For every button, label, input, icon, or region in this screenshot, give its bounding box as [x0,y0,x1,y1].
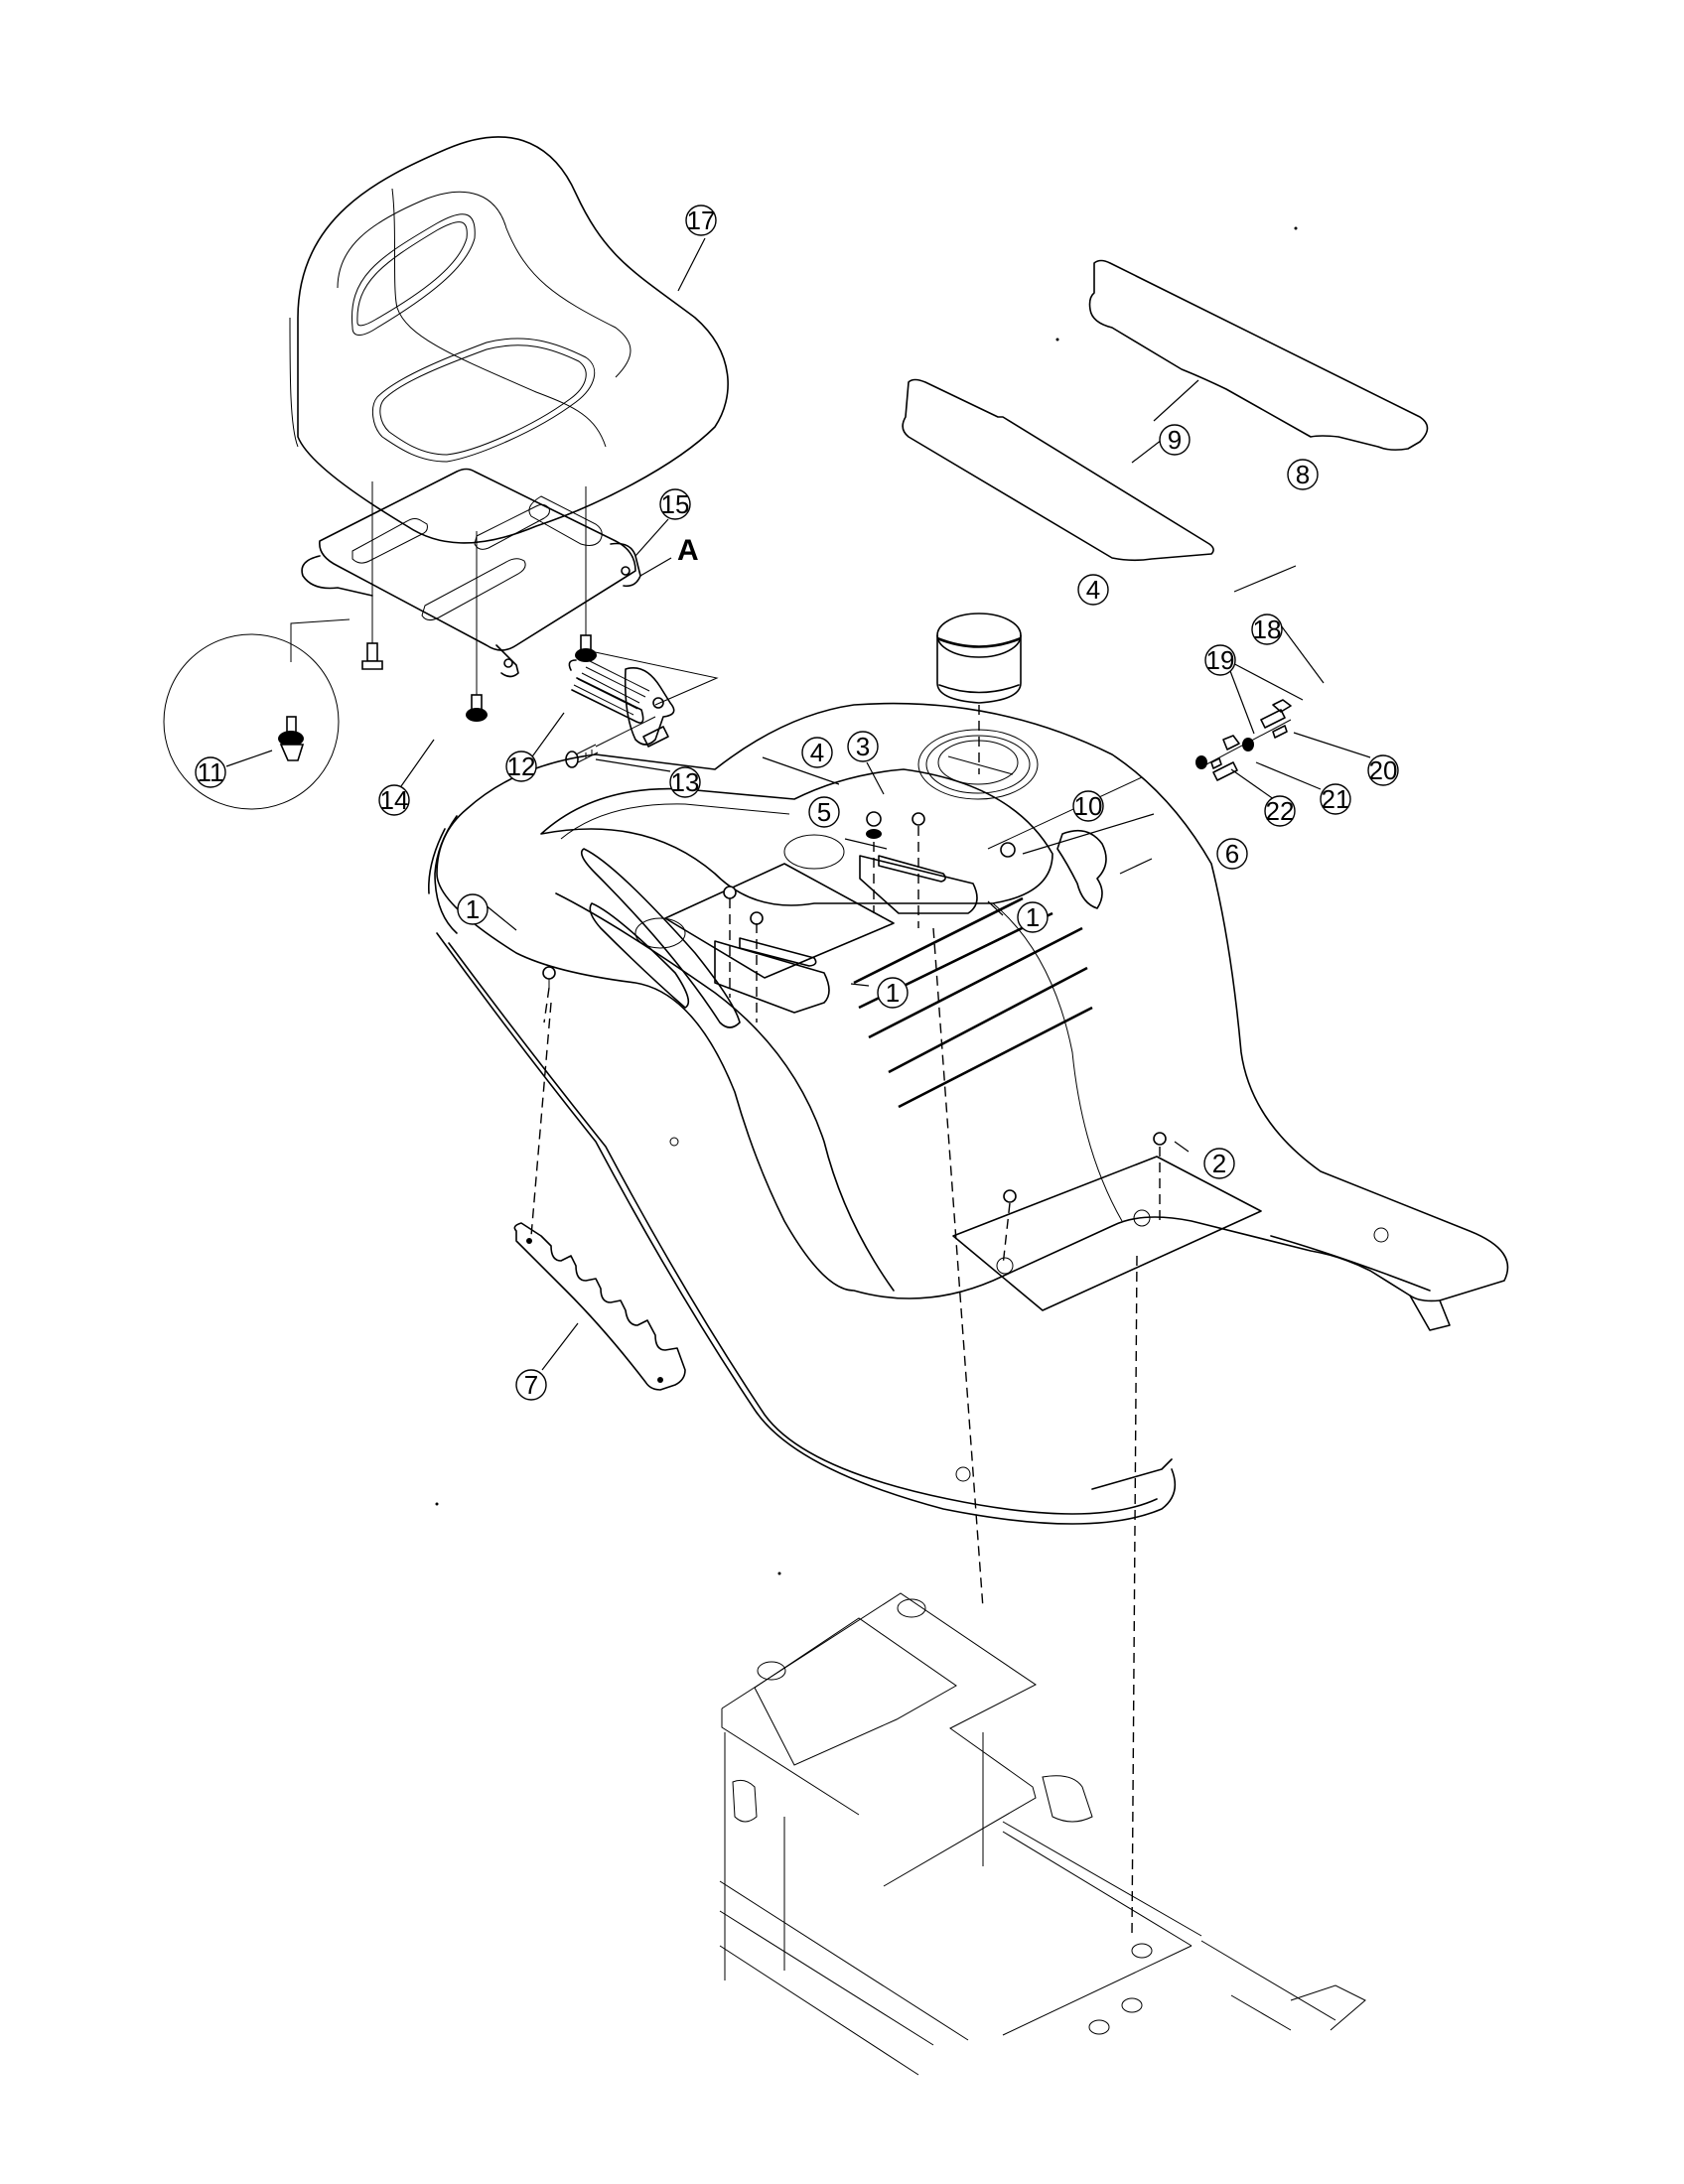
spring[interactable] [568,659,650,724]
callout-6[interactable]: 6 [1216,838,1248,870]
seat[interactable] [289,136,729,544]
callout-22[interactable]: 22 [1264,795,1296,827]
callout-5[interactable]: 5 [808,796,840,828]
callout-1-right[interactable]: 1 [1017,901,1049,933]
svg-text:5: 5 [817,797,831,827]
svg-text:12: 12 [507,751,536,781]
callout-1-center[interactable]: 1 [877,977,909,1009]
svg-text:9: 9 [1168,425,1182,455]
fender-body[interactable] [428,702,1509,1482]
svg-text:21: 21 [1322,784,1350,814]
leader-lines [225,237,1371,1371]
svg-text:7: 7 [524,1370,538,1400]
svg-text:20: 20 [1369,755,1398,785]
callout-18[interactable]: 18 [1251,614,1283,645]
detail-circle [163,618,351,810]
svg-text:4: 4 [810,738,824,767]
svg-text:17: 17 [687,205,716,235]
screw[interactable] [542,966,556,988]
seat-bolt[interactable] [361,642,383,670]
svg-text:1: 1 [886,978,900,1008]
fuel-cap[interactable] [936,613,1022,704]
height-adjust-plate[interactable] [513,1222,686,1391]
rear-foot-mat[interactable] [1088,259,1429,451]
svg-text:3: 3 [856,732,870,761]
seat-bracket[interactable] [301,468,641,678]
svg-text:4: 4 [1086,575,1100,605]
callout-3[interactable]: 3 [847,731,879,762]
seat-bolt[interactable] [466,694,488,722]
stray-dot [435,1502,439,1506]
callout-19[interactable]: 19 [1204,644,1236,676]
screw[interactable] [1153,1132,1167,1226]
callout-21[interactable]: 21 [1320,783,1351,815]
callout-17[interactable]: 17 [685,205,717,236]
front-foot-mat[interactable] [902,378,1214,562]
callout-15[interactable]: 15 [659,488,691,520]
callout-20[interactable]: 20 [1367,754,1399,786]
callout-8[interactable]: 8 [1287,459,1319,490]
fender-lower-edge [436,932,1177,1525]
reference-mark-a: A [677,534,699,567]
svg-text:18: 18 [1253,614,1282,644]
filler-neck [917,729,1039,800]
svg-text:1: 1 [466,894,480,924]
callout-2[interactable]: 2 [1203,1148,1235,1179]
svg-text:6: 6 [1225,839,1239,869]
svg-text:22: 22 [1266,796,1295,826]
seat-pivot-bracket[interactable] [624,667,675,748]
callout-4-seat-pivot[interactable]: 4 [801,737,833,768]
assembly-line [987,776,1143,850]
clip-assembly[interactable] [1195,699,1292,781]
callout-13[interactable]: 13 [669,766,701,798]
callout-1-left[interactable]: 1 [457,893,489,925]
svg-text:1: 1 [1026,902,1040,932]
svg-text:8: 8 [1296,460,1310,489]
assembly-line [585,649,719,706]
nut[interactable] [1000,842,1016,858]
svg-text:10: 10 [1074,791,1103,821]
screw[interactable] [1003,1189,1017,1203]
svg-text:15: 15 [661,489,690,519]
callout-12[interactable]: 12 [505,751,537,782]
svg-text:19: 19 [1206,645,1235,675]
callout-9[interactable]: 9 [1159,424,1191,456]
stray-dot [1294,226,1298,230]
seat-bolt[interactable] [575,634,597,662]
screw[interactable] [866,811,925,839]
stray-dot [777,1571,781,1575]
svg-text:13: 13 [671,767,700,797]
svg-text:2: 2 [1212,1149,1226,1178]
callout-10[interactable]: 10 [1072,790,1104,822]
callout-7[interactable]: 7 [515,1369,547,1401]
callout-4-fuel-cap[interactable]: 4 [1077,574,1109,606]
svg-text:14: 14 [380,785,409,815]
callout-11[interactable]: 11 [195,756,226,788]
frame [719,1592,1366,2076]
callout-14[interactable]: 14 [378,784,410,816]
stray-dot [1055,338,1059,341]
svg-text:11: 11 [198,757,224,787]
